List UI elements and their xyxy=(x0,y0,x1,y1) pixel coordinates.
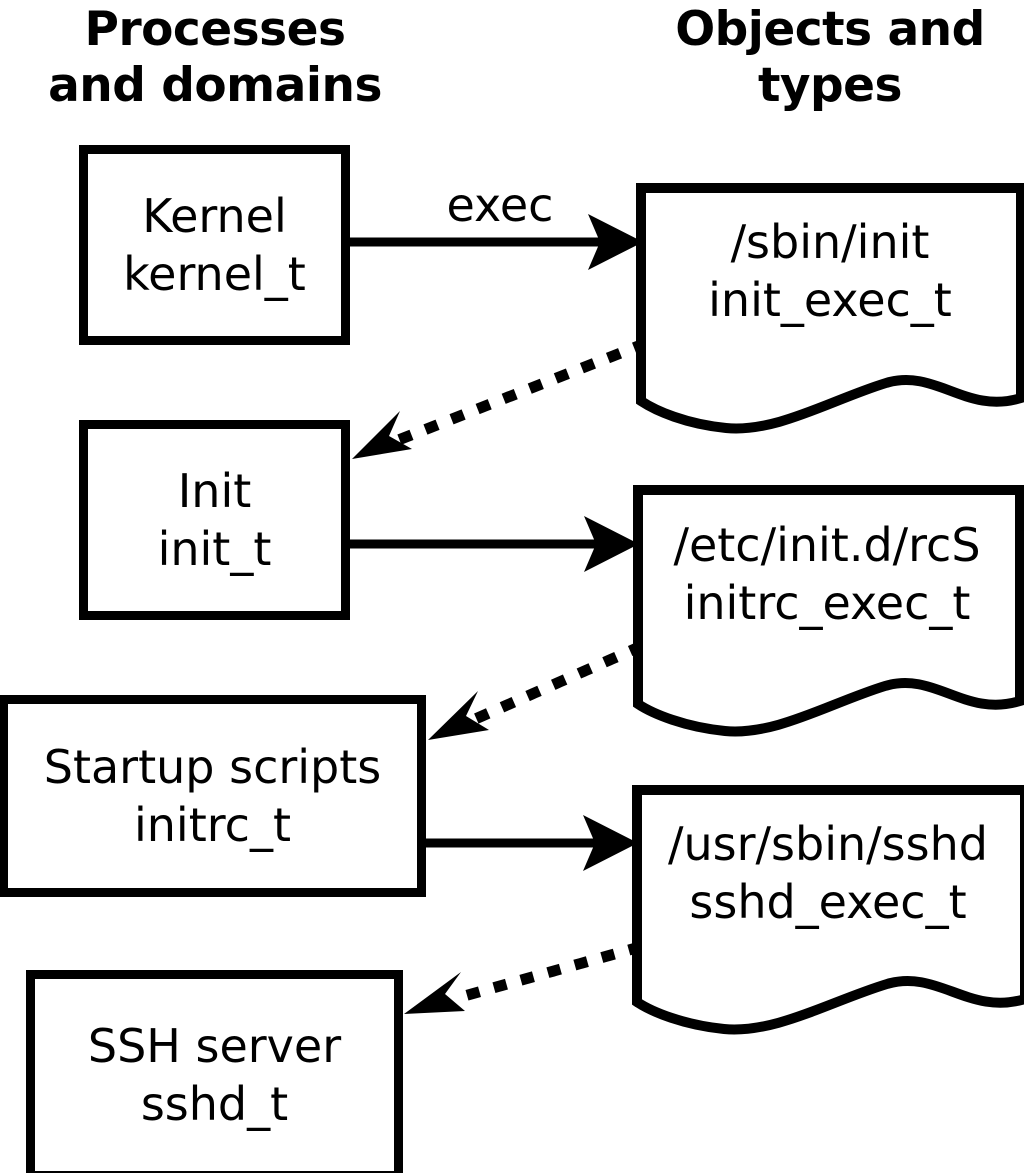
edge-sshd-exec-transition xyxy=(404,941,643,1014)
edge-kernel-exec-init xyxy=(350,214,643,270)
object-label-sshd-exec: /usr/sbin/sshd sshd_exec_t xyxy=(668,817,988,929)
process-box-sshd[interactable]: SSH server sshd_t xyxy=(26,970,403,1173)
column-header-processes: Processes and domains xyxy=(48,2,382,113)
process-box-kernel[interactable]: Kernel kernel_t xyxy=(79,145,350,345)
process-label-initrc: Startup scripts initrc_t xyxy=(43,740,382,852)
object-doc-initrc-exec[interactable] xyxy=(633,485,1024,737)
object-doc-sshd-exec[interactable] xyxy=(632,785,1024,1035)
process-box-init[interactable]: Init init_t xyxy=(79,420,350,620)
edge-initrc-exec-sshd xyxy=(426,815,638,871)
process-label-sshd: SSH server sshd_t xyxy=(87,1019,342,1131)
edge-label-exec: exec xyxy=(446,178,554,232)
object-label-initrc-exec: /etc/init.d/rcS initrc_exec_t xyxy=(673,518,981,630)
edge-init-exec-initrc xyxy=(350,516,639,572)
object-doc-init-exec[interactable] xyxy=(636,183,1024,434)
column-header-objects: Objects and types xyxy=(675,2,985,113)
process-box-initrc[interactable]: Startup scripts initrc_t xyxy=(0,695,426,897)
process-label-init: Init init_t xyxy=(157,464,272,576)
edge-initrc-exec-transition xyxy=(428,640,645,740)
edge-init-exec-transition xyxy=(352,337,649,459)
process-label-kernel: Kernel kernel_t xyxy=(123,189,306,301)
object-label-init-exec: /sbin/init init_exec_t xyxy=(708,215,952,327)
